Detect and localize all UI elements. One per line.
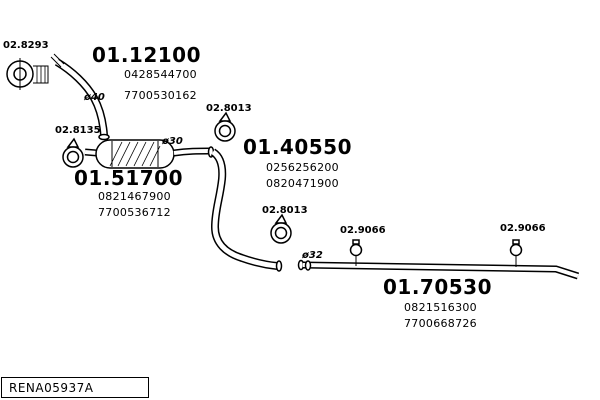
hanger-9066-label-b: 02.9066: [500, 223, 546, 234]
clamp-8135-icon: [62, 137, 84, 168]
clamp-8013-icon-b: [270, 213, 292, 244]
bracket-8293-label: 02.8293: [3, 40, 49, 51]
oe-ref: 0428544700: [124, 68, 197, 81]
oe-ref: 7700536712: [98, 206, 171, 219]
hanger-9066-icon-a: [349, 239, 363, 266]
oe-ref: 0821467900: [98, 190, 171, 203]
part-number-middle-pipe: 01.40550: [243, 135, 353, 159]
clamp-8013-label-a: 02.8013: [206, 103, 252, 114]
part-number-front-pipe: 01.12100: [92, 43, 202, 67]
diameter-label-rear: ø32: [302, 250, 323, 261]
clamp-8013-label-b: 02.8013: [262, 205, 308, 216]
part-number-rear-pipe: 01.70530: [383, 275, 493, 299]
diameter-label-front: ø40: [84, 92, 105, 103]
clamp-8135-label: 02.8135: [55, 125, 101, 136]
middle-pipe-drawing: [207, 146, 283, 272]
oe-ref: 7700668726: [404, 317, 477, 330]
oe-ref: 0256256200: [266, 161, 339, 174]
silencer-drawing: [84, 139, 211, 169]
rear-pipe-drawing: [297, 259, 580, 280]
diameter-label-silencer-out: ø30: [162, 136, 183, 147]
hanger-9066-icon-b: [509, 239, 523, 267]
hanger-9066-label-a: 02.9066: [340, 225, 386, 236]
drawing-code: RENA05937A: [9, 380, 94, 395]
clamp-8013-icon-a: [214, 111, 236, 142]
oe-ref: 7700530162: [124, 89, 197, 102]
bracket-8293-icon: [6, 58, 49, 90]
part-number-silencer: 01.51700: [74, 166, 184, 190]
front-pipe-drawing: [50, 53, 110, 141]
oe-ref: 0821516300: [404, 301, 477, 314]
drawing-code-box: RENA05937A: [1, 377, 149, 398]
oe-ref: 0820471900: [266, 177, 339, 190]
